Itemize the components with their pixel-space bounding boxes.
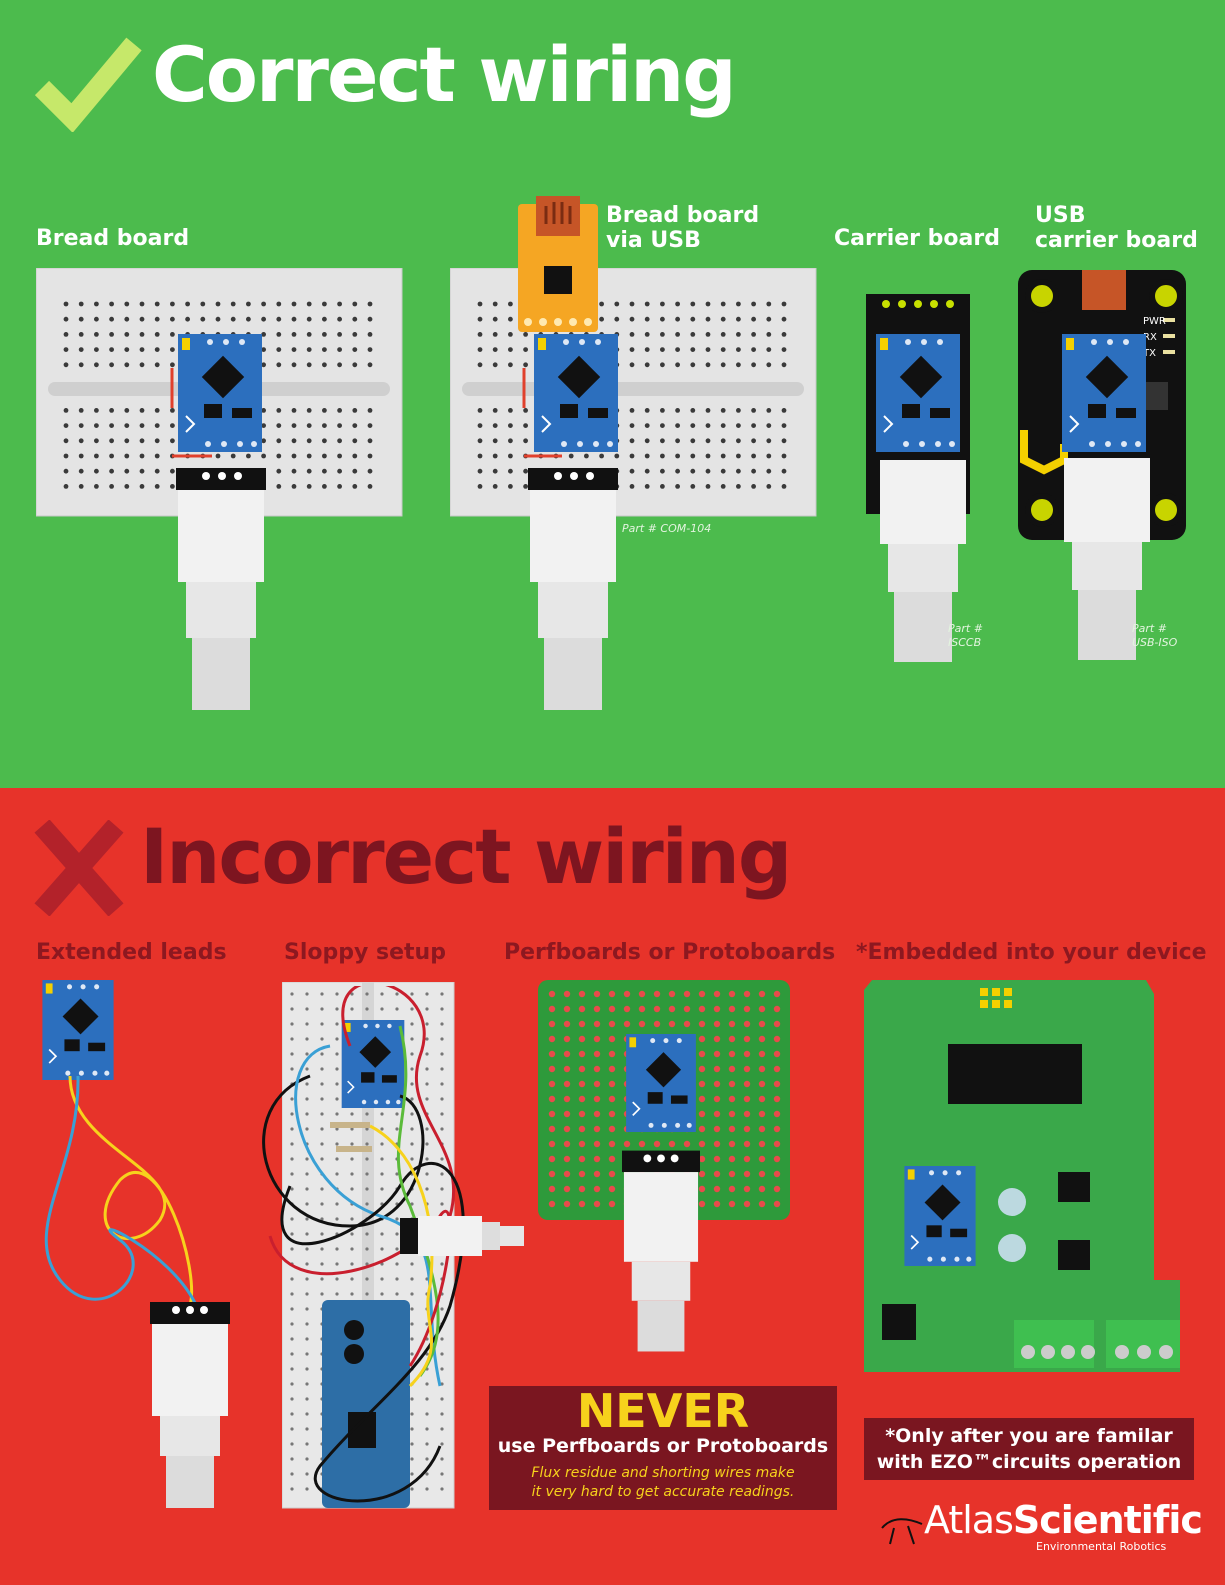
probe-6: [622, 1148, 700, 1358]
ezo-circuit-4: [1062, 334, 1146, 452]
brand-name: AtlasScientific: [924, 1498, 1203, 1542]
never-headline: NEVER: [576, 1384, 750, 1438]
sloppy-setup-label: Sloppy setup: [284, 940, 446, 965]
part-isccb-1: Part #: [948, 622, 983, 635]
ezo-circuit-5: [36, 980, 120, 1080]
atlas-scientific-logo-icon: [881, 1518, 923, 1545]
part-usbiso-1: Part #: [1132, 622, 1167, 635]
ezo-circuit-2: [534, 334, 618, 452]
embedded-note-1: *Only after you are familar: [885, 1425, 1173, 1447]
brand-name-light: Atlas: [924, 1498, 1014, 1542]
usb-led-labels: PWR RX TX: [1143, 314, 1166, 362]
never-note-2: it very hard to get accurate readings.: [531, 1484, 795, 1500]
part-usbiso-2: USB-ISO: [1132, 636, 1178, 649]
embedded-note-box: *Only after you are familar with EZO™cir…: [864, 1418, 1194, 1480]
embedded-label: *Embedded into your device: [856, 940, 1207, 965]
ezo-circuit-3: [876, 334, 960, 452]
probe-sideways: [400, 1216, 524, 1256]
part-isccb-2: ISCCB: [948, 636, 982, 649]
checkmark-icon: [34, 37, 142, 132]
breadboard-2: [450, 268, 817, 517]
correct-wiring-title: Correct wiring: [152, 30, 737, 119]
incorrect-wiring-title: Incorrect wiring: [140, 812, 792, 901]
led-tx: TX: [1143, 348, 1156, 359]
perfboards-label: Perfboards or Protoboards: [504, 940, 836, 965]
messy-wires: [262, 986, 465, 1503]
led-pwr: PWR: [1143, 316, 1166, 327]
breadboard-usb-label-1: Bread board: [606, 203, 760, 228]
breadboard-usb-label-2: via USB: [606, 228, 701, 253]
probe-5: [150, 1302, 230, 1512]
usb-carrier-label-2: carrier board: [1035, 228, 1198, 253]
never-note-1: Flux residue and shorting wires make: [531, 1465, 795, 1481]
never-warning-box: NEVER use Perfboards or Protoboards Flux…: [489, 1384, 837, 1510]
ezo-circuit-8: [904, 1166, 976, 1266]
part-com104: Part # COM-104: [622, 522, 712, 535]
never-subhead: use Perfboards or Protoboards: [497, 1435, 829, 1457]
extended-leads-label: Extended leads: [36, 940, 227, 965]
extended-lead-wires: [44, 1075, 198, 1306]
probe-1: [176, 468, 266, 718]
led-rx: RX: [1143, 332, 1157, 343]
x-mark-icon: [34, 820, 124, 916]
embedded-note-2: with EZO™circuits operation: [876, 1451, 1182, 1473]
carrier-board-label: Carrier board: [834, 226, 1000, 251]
usb-carrier-label-1: USB: [1035, 203, 1086, 228]
ezo-circuit-7: [622, 1034, 700, 1132]
usb-adapter: [518, 196, 598, 332]
ezo-circuit-1: [178, 334, 262, 452]
brand-tagline: Environmental Robotics: [1036, 1540, 1167, 1553]
brand-name-bold: Scientific: [1012, 1498, 1203, 1542]
embedded-device-board: [864, 980, 1180, 1372]
probe-2: [528, 468, 618, 718]
breadboard-label: Bread board: [36, 226, 190, 251]
